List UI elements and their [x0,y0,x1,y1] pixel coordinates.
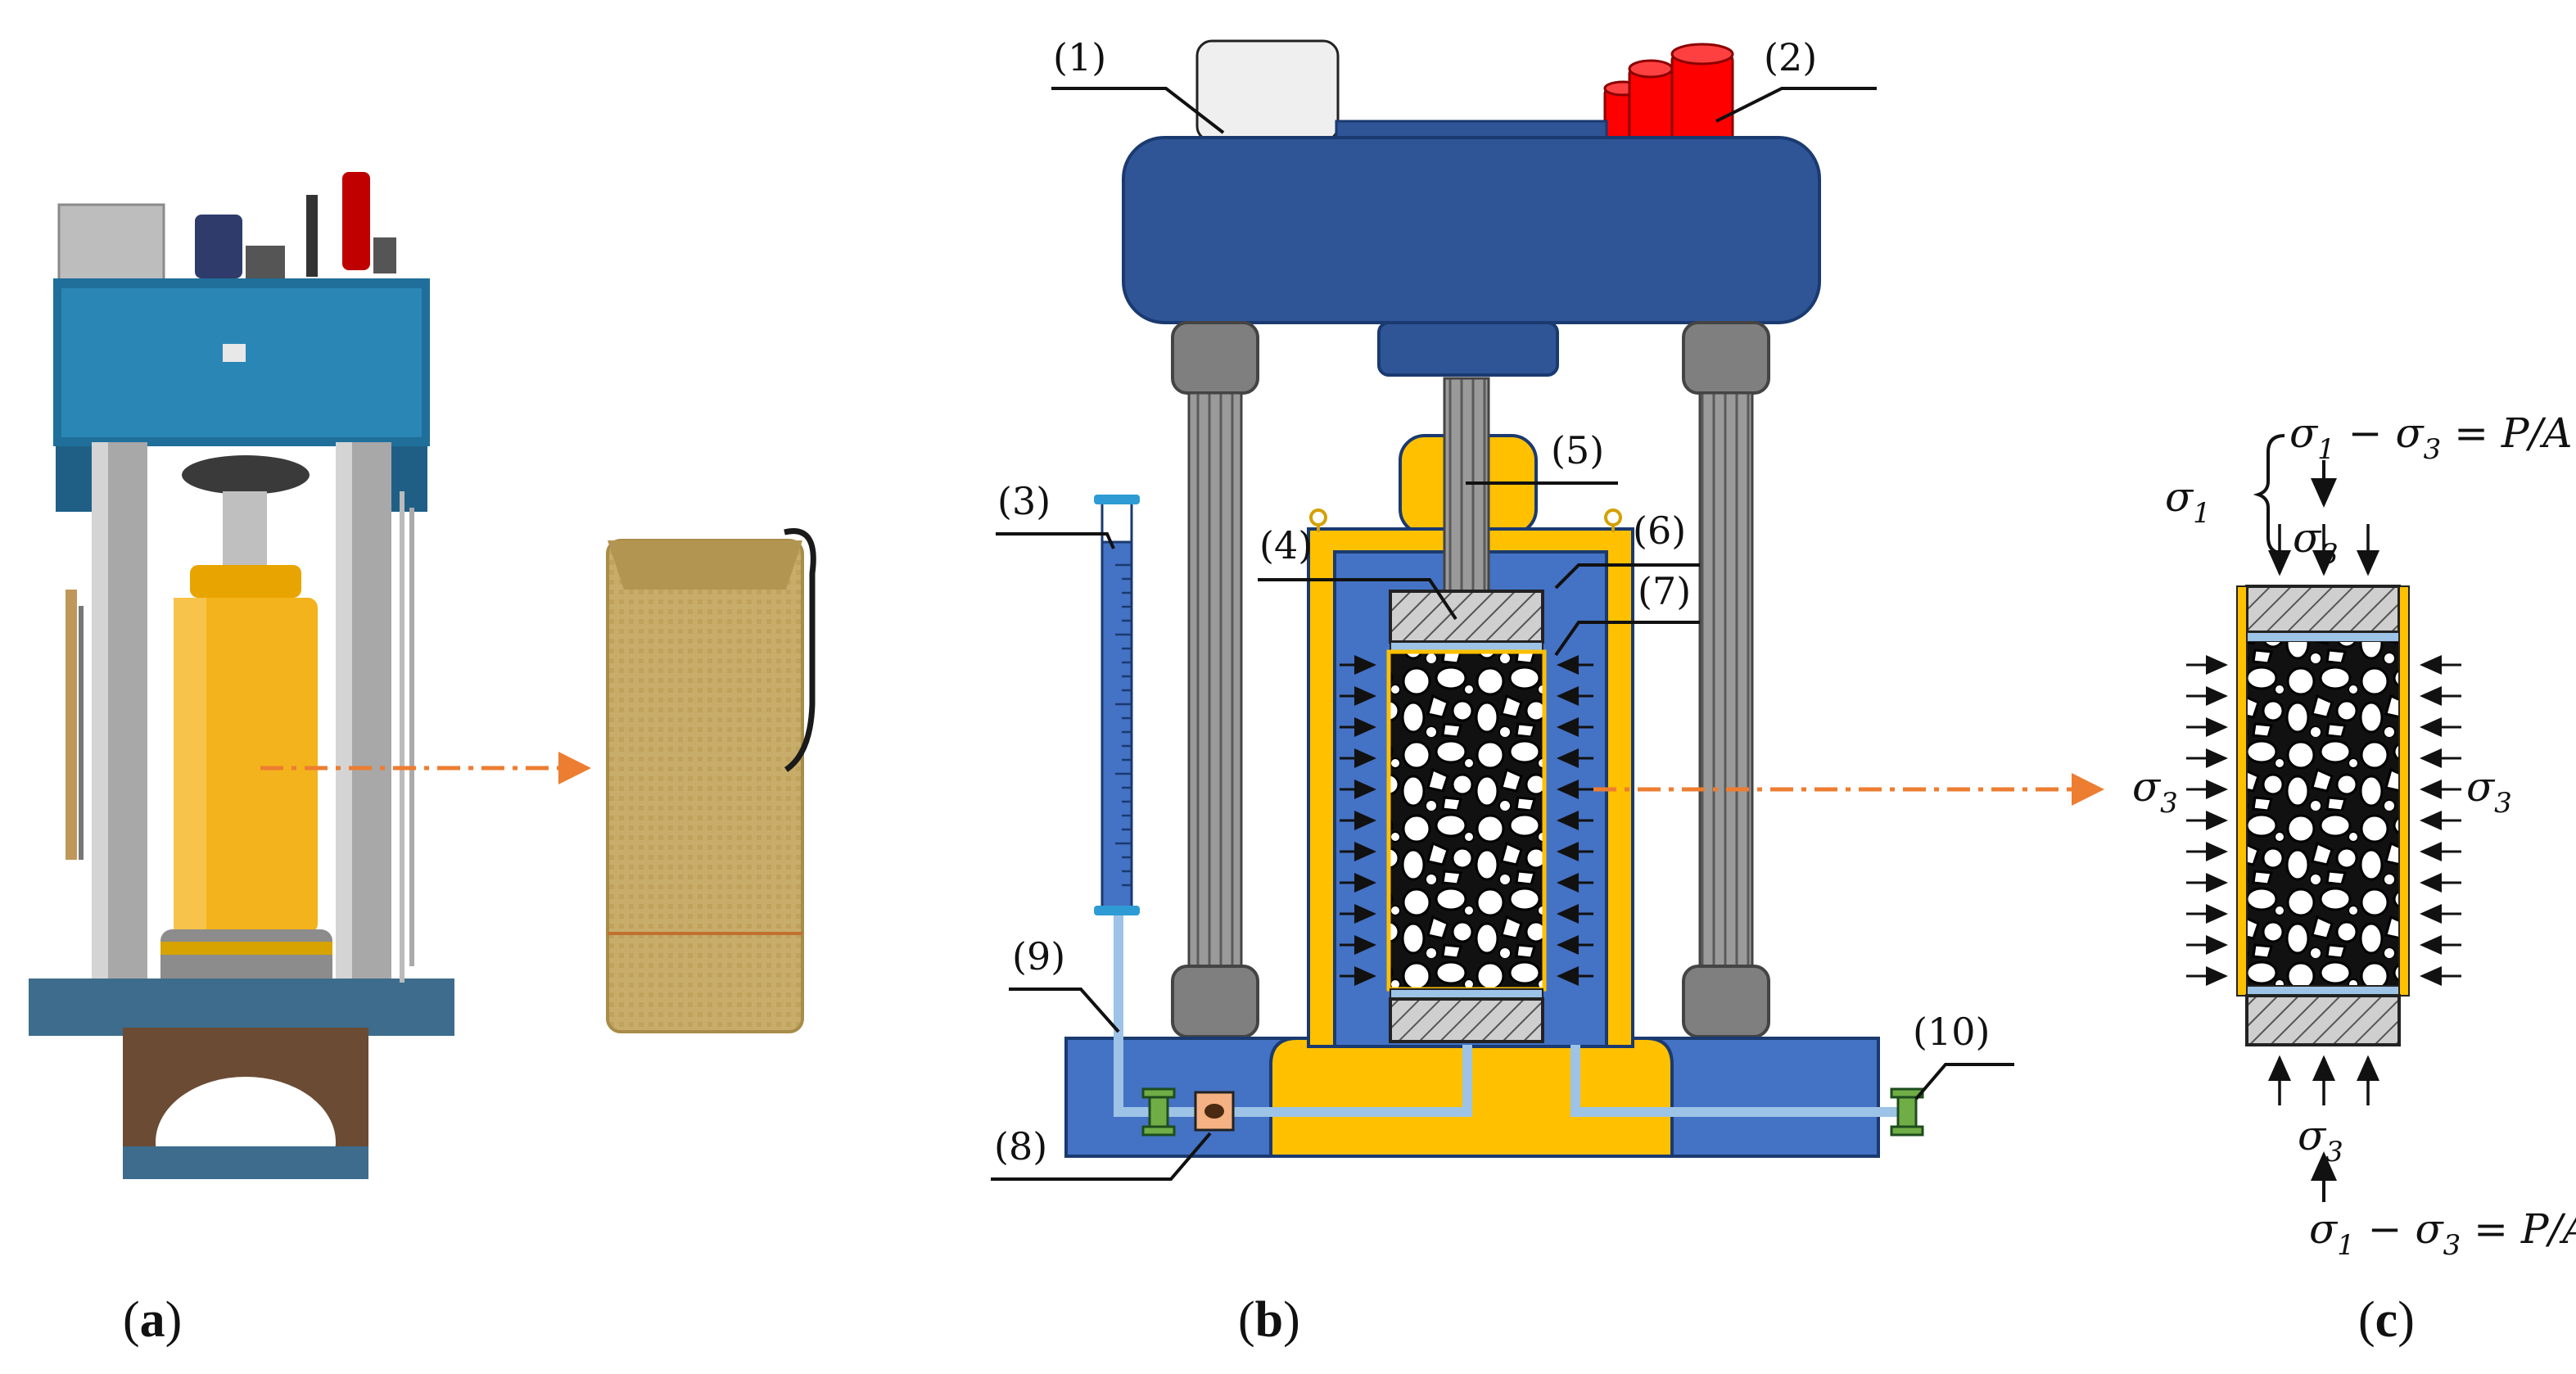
panel-label-c: (c) [2358,1292,2415,1348]
confining-arrows-c [2186,655,2461,986]
confining-arrows-right [1557,655,1593,986]
callout-6: (6) [1633,508,1686,553]
valve-left-icon [1141,1087,1176,1137]
specimen [1386,649,1547,992]
sigma3-right-label: σ3 [2466,763,2512,820]
pressure-sensor-8 [1194,1091,1235,1132]
leader-lines [991,87,2014,1181]
confining-arrows-left [1340,655,1376,986]
top-cap [1389,590,1544,644]
sigma3-bottom-label: σ3 [2298,1112,2343,1168]
callout-2: (2) [1764,35,1817,79]
panel-label-b: (b) [1238,1292,1300,1348]
sigma3-top-label: σ3 [2293,514,2339,571]
outlet-line [1570,1045,1916,1117]
instrument-box-1 [1195,39,1340,142]
sigma3-left-label: σ3 [2132,763,2178,820]
panel-c-stress-state: σ1 σ1 − σ3 = P/A σ3 σ3 σ3 σ3 σ1 − σ3 = P… [2132,409,2576,1262]
callout-labels: (1) (2) (3) (4) (5) (6) (7) (8) (9) (10) [994,35,1990,1168]
specimen-c [2247,642,2399,986]
panel-b-schematic: (1) (2) (3) (4) (5) (6) (7) (8) (9) (10) [991,35,2104,1181]
callout-4: (4) [1259,523,1313,567]
axial-arrows-bottom [2268,1055,2379,1105]
red-cylinders-2 [1603,43,1734,147]
right-column [1698,391,1754,978]
callout-7: (7) [1638,569,1691,613]
left-column [1187,391,1243,978]
callout-3: (3) [997,479,1051,523]
deviator-eq-top: σ1 − σ3 = P/A [2289,409,2573,466]
callout-1: (1) [1053,35,1106,79]
burette [1094,495,1140,915]
sigma1-label: σ1 [2165,473,2211,530]
callout-10: (10) [1913,1010,1990,1054]
drainage-line [1114,915,1472,1117]
callout-5: (5) [1551,428,1604,472]
panel-label-a: (a) [123,1292,182,1348]
top-frame [1122,136,1821,324]
callout-8: (8) [994,1124,1047,1168]
axial-arrows-top [2268,524,2379,576]
panel-a-photo [29,172,816,1208]
deviator-eq-bottom: σ1 − σ3 = P/A [2309,1205,2576,1262]
callout-9: (9) [1012,934,1065,979]
sigma1-brace [2253,434,2285,555]
bottom-cap [1389,997,1544,1043]
